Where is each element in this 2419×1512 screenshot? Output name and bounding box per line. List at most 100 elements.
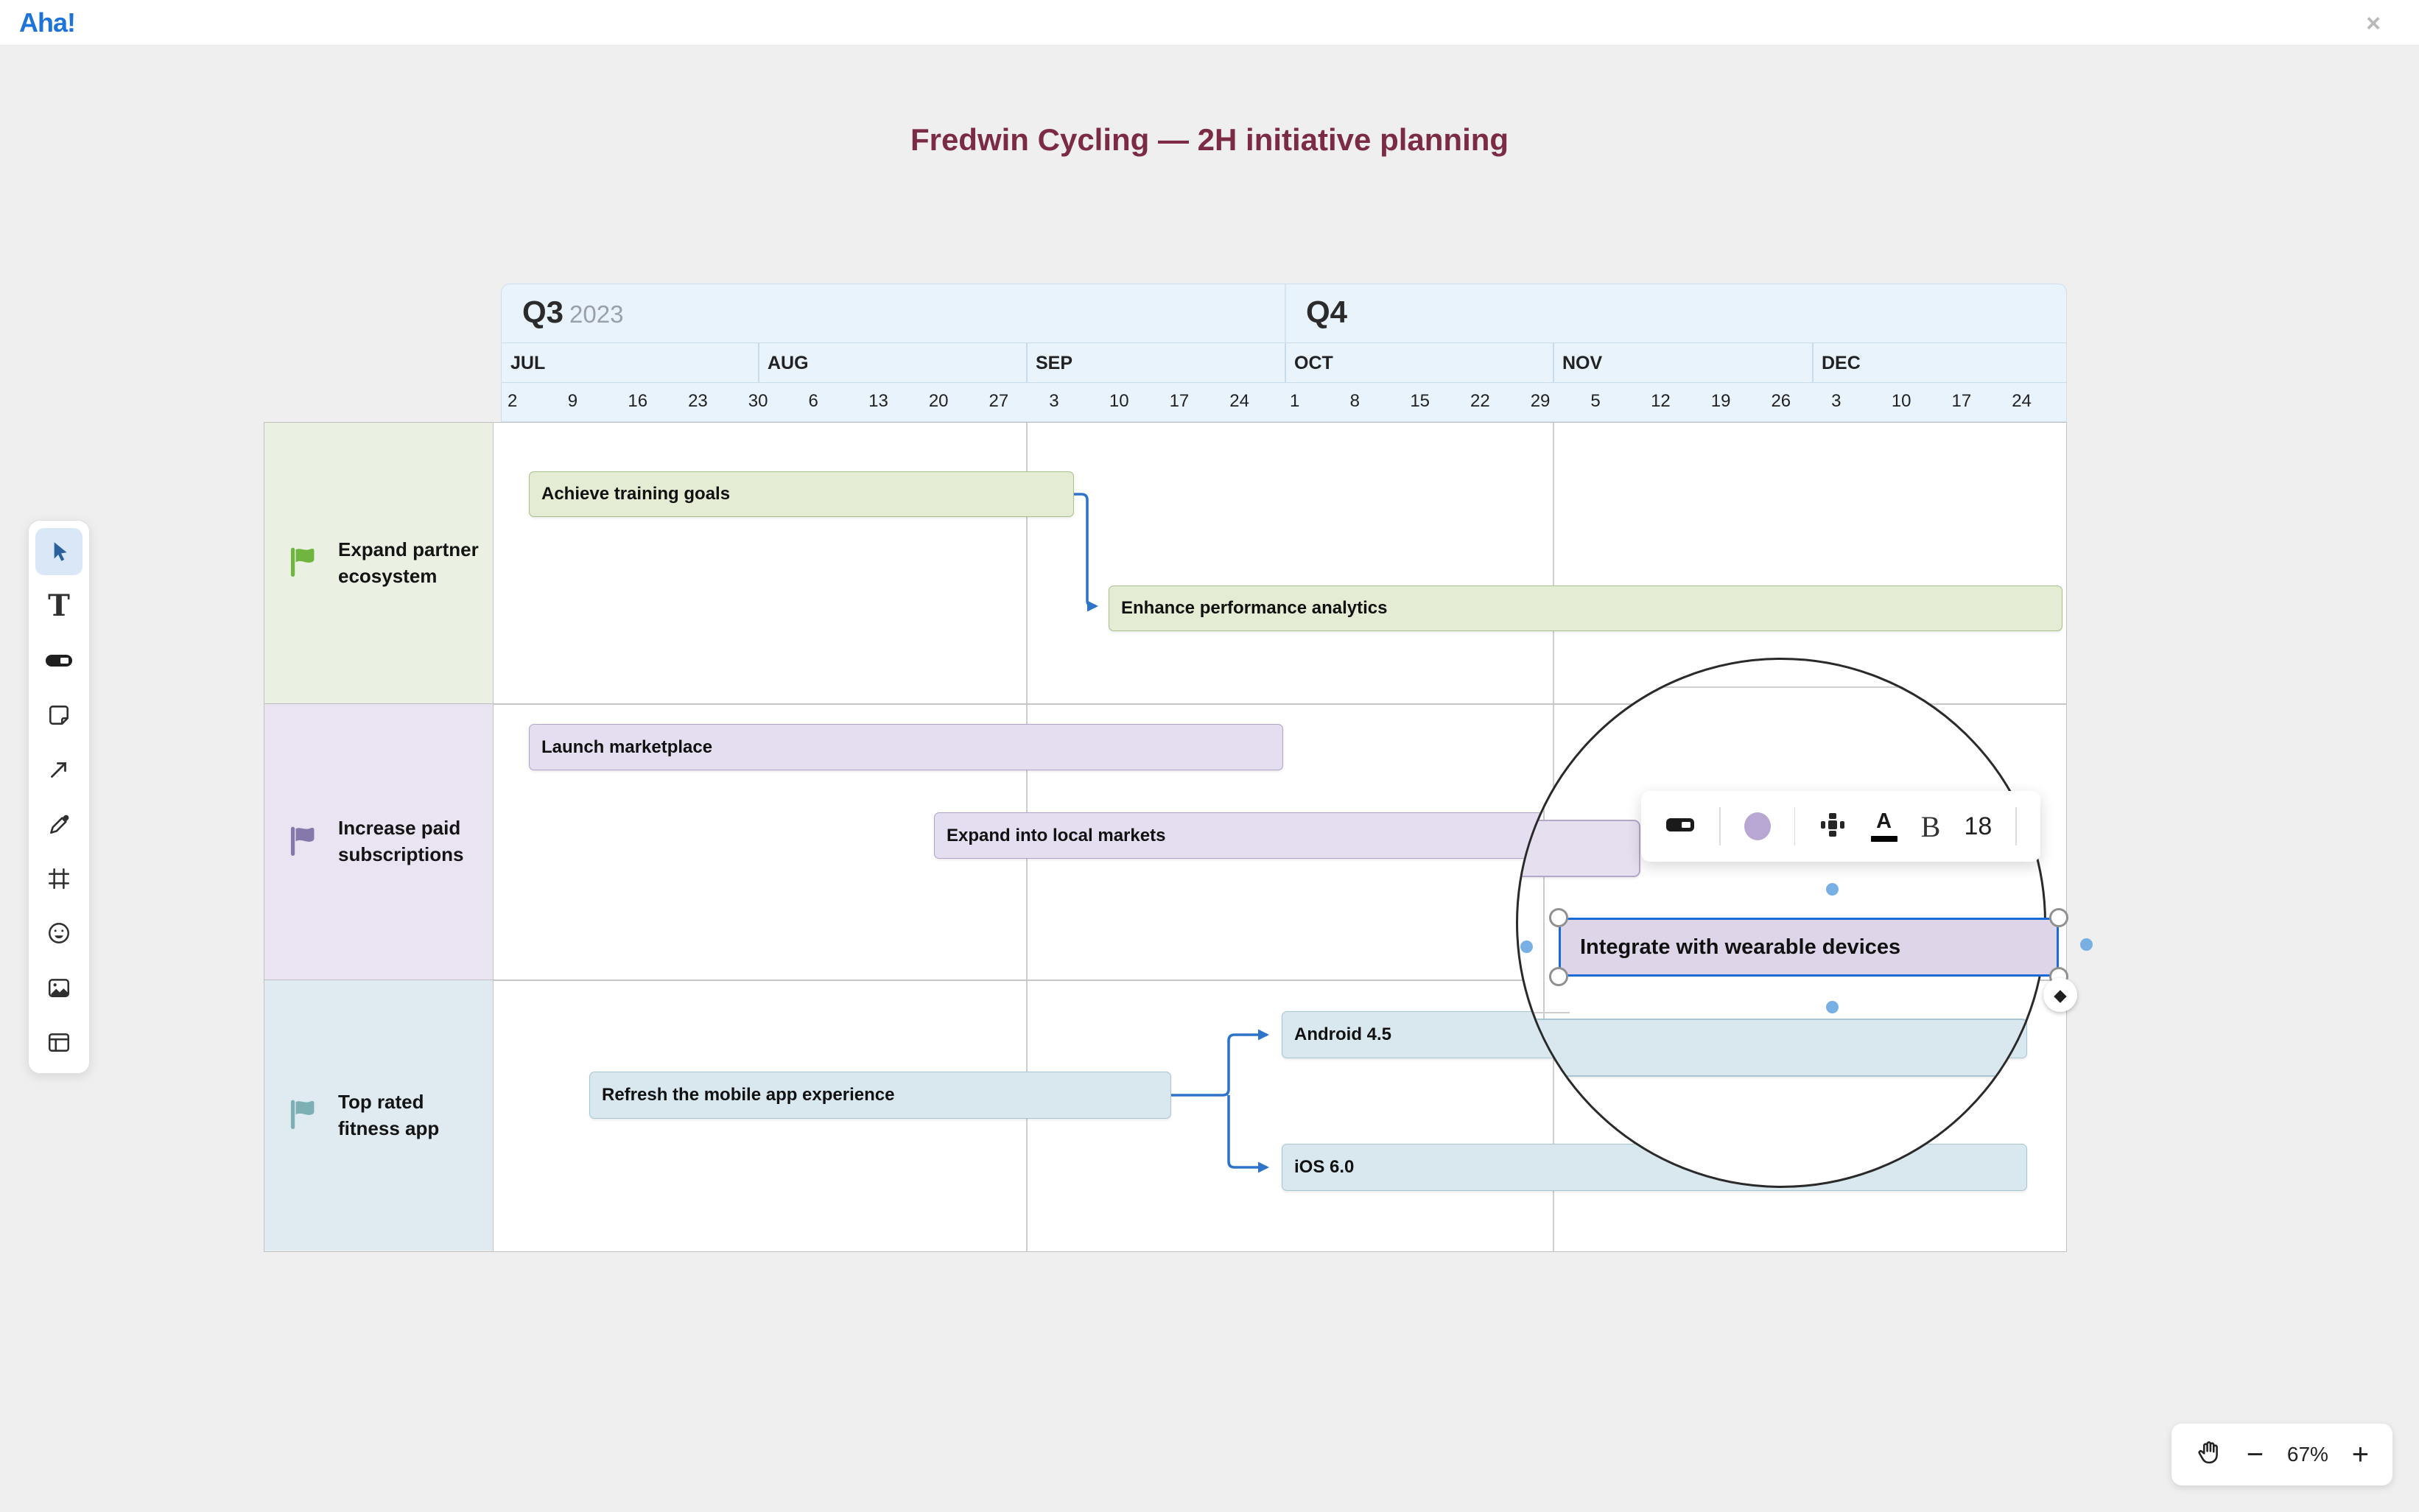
week-tick: 16 xyxy=(628,391,648,411)
flag-icon xyxy=(288,544,319,583)
zoom-out-button[interactable]: − xyxy=(2246,1438,2264,1471)
week-tick: 20 xyxy=(928,391,949,411)
week-tick: 17 xyxy=(1951,391,1972,411)
lane-label: Top rated fitness app xyxy=(338,1090,440,1139)
top-bar: Aha! × xyxy=(0,0,2419,46)
week-tick: 1 xyxy=(1289,391,1300,411)
lane-increase-paid-subscriptions[interactable]: Increase paid subscriptions xyxy=(264,704,493,980)
month-label: SEP xyxy=(1036,353,1073,373)
magnified-gridline xyxy=(1543,660,1545,1186)
connector-dot-bottom[interactable] xyxy=(1826,1001,1839,1013)
arrow-tool-button[interactable] xyxy=(35,746,82,793)
month-label: OCT xyxy=(1294,353,1333,373)
lane-top-rated-fitness-app[interactable]: Top rated fitness app xyxy=(264,980,493,1251)
pill-shape-icon xyxy=(44,652,74,669)
week-tick: 23 xyxy=(688,391,708,411)
image-icon xyxy=(46,975,71,1000)
month-label: AUG xyxy=(768,353,809,373)
week-tick: 10 xyxy=(1891,391,1911,411)
month-label: JUL xyxy=(510,353,546,373)
month-row: JUL AUG SEP OCT NOV DEC xyxy=(502,343,2066,383)
text-icon: T xyxy=(48,588,70,623)
fill-color-button[interactable] xyxy=(1744,812,1771,840)
text-tool-button[interactable]: T xyxy=(35,583,82,630)
magnified-bar-fragment-android-45 xyxy=(1518,1019,2029,1077)
resize-handle-top-left[interactable] xyxy=(1549,908,1568,927)
image-tool-button[interactable] xyxy=(35,964,82,1011)
week-tick: 8 xyxy=(1349,391,1360,411)
frame-tool-button[interactable] xyxy=(35,855,82,902)
bar-achieve-training-goals[interactable]: Achieve training goals xyxy=(529,471,1074,517)
bar-refresh-mobile-app-experience[interactable]: Refresh the mobile app experience xyxy=(589,1072,1171,1119)
quarter-separator xyxy=(1285,284,1286,343)
week-tick: 9 xyxy=(567,391,578,411)
week-tick: 5 xyxy=(1590,391,1601,411)
week-tick: 24 xyxy=(2012,391,2032,411)
zoom-in-button[interactable]: + xyxy=(2351,1438,2370,1471)
emoji-tool-button[interactable] xyxy=(35,910,82,957)
week-tick: 2 xyxy=(508,391,518,411)
template-tool-button[interactable] xyxy=(35,1019,82,1066)
flag-icon xyxy=(288,1096,319,1135)
month-label: DEC xyxy=(1822,353,1861,373)
text-color-label: A xyxy=(1876,809,1892,833)
quarter-q4-label: Q4 xyxy=(1306,295,1348,329)
text-color-bar xyxy=(1870,836,1897,842)
week-tick: 13 xyxy=(868,391,888,411)
pen-icon xyxy=(46,812,71,837)
resize-handle-top-right[interactable] xyxy=(2049,908,2068,927)
week-tick: 17 xyxy=(1169,391,1190,411)
close-icon[interactable]: × xyxy=(2366,9,2381,38)
week-tick: 3 xyxy=(1831,391,1842,411)
frame-icon xyxy=(46,866,71,891)
arrow-icon xyxy=(46,757,71,782)
lane-label: Expand partner ecosystem xyxy=(338,538,479,587)
shape-tool-button[interactable] xyxy=(35,637,82,684)
select-tool-button[interactable] xyxy=(35,528,82,575)
pen-tool-button[interactable] xyxy=(35,801,82,848)
toolbar-divider xyxy=(1719,807,1721,845)
bar-enhance-performance-analytics[interactable]: Enhance performance analytics xyxy=(1109,586,2062,631)
month-separator xyxy=(1812,343,1814,383)
padding-button[interactable] xyxy=(1819,811,1847,843)
pan-hand-button[interactable] xyxy=(2195,1439,2223,1471)
connector-dot-top[interactable] xyxy=(1826,883,1839,896)
pill-shape-button[interactable] xyxy=(1665,816,1696,837)
connector-dot-left[interactable] xyxy=(1520,940,1533,953)
bold-button[interactable]: B xyxy=(1920,809,1941,843)
resize-handle-bottom-left[interactable] xyxy=(1549,967,1568,986)
month-separator xyxy=(1026,343,1028,383)
font-size-button[interactable]: 18 xyxy=(1964,812,1993,840)
cursor-icon xyxy=(46,539,71,564)
lane-boundary xyxy=(494,980,2066,981)
bar-launch-marketplace[interactable]: Launch marketplace xyxy=(529,724,1283,770)
text-color-button[interactable]: A xyxy=(1870,809,1897,842)
sticky-note-icon xyxy=(46,703,71,728)
zoom-controls: − 67% + xyxy=(2172,1424,2392,1485)
week-tick: 30 xyxy=(748,391,768,411)
page-title: Fredwin Cycling — 2H initiative planning xyxy=(910,122,1509,157)
lane-label: Increase paid subscriptions xyxy=(338,817,464,865)
lane-boundary xyxy=(494,703,2066,705)
initiative-lane-column: Expand partner ecosystem Increase paid s… xyxy=(264,422,493,1252)
toolbar-divider xyxy=(1794,807,1796,845)
connector-dot-right[interactable] xyxy=(2080,938,2093,951)
month-separator xyxy=(1285,343,1286,383)
week-tick: 27 xyxy=(989,391,1009,411)
emoji-icon xyxy=(46,921,71,946)
bar-integrate-with-wearable-devices-selected[interactable]: Integrate with wearable devices xyxy=(1559,918,2059,977)
magnified-lane-boundary xyxy=(1518,1012,1570,1013)
week-tick: 12 xyxy=(1651,391,1671,411)
sticky-note-tool-button[interactable] xyxy=(35,692,82,739)
shape-swap-handle[interactable]: ◆ xyxy=(2043,978,2077,1012)
year-label: 2023 xyxy=(569,300,624,328)
week-tick: 15 xyxy=(1410,391,1430,411)
template-layout-icon xyxy=(46,1030,71,1055)
whiteboard-tool-panel: T xyxy=(28,520,90,1074)
lane-expand-partner-ecosystem[interactable]: Expand partner ecosystem xyxy=(264,423,493,704)
week-tick: 22 xyxy=(1470,391,1490,411)
week-tick: 10 xyxy=(1109,391,1129,411)
